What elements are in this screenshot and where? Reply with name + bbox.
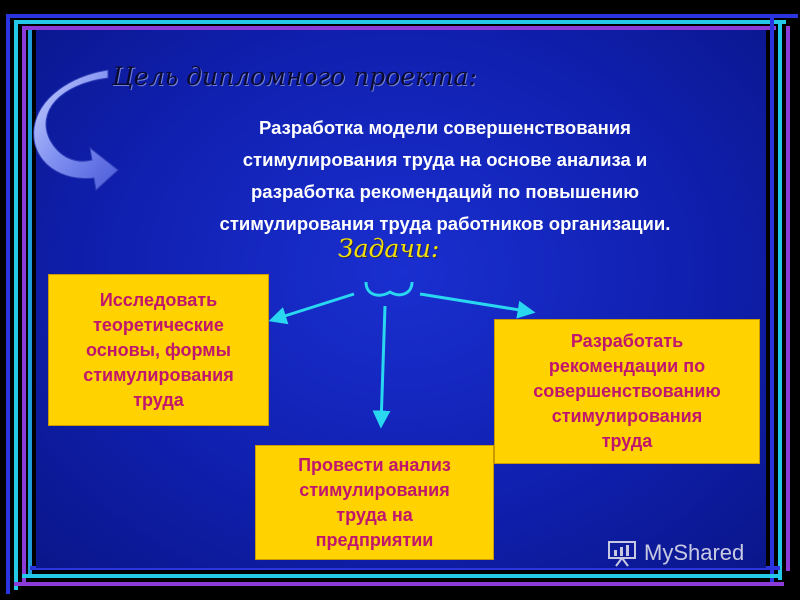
watermark-text: MyShared (644, 540, 745, 565)
goal-text: Разработка модели совершенствования стим… (219, 117, 671, 234)
presentation-icon (608, 541, 636, 567)
watermark: MyShared (606, 538, 744, 568)
arrow-to-task-2 (419, 292, 536, 319)
goal-title: Цель дипломного проекта: (112, 62, 477, 91)
task-box-research: Исследовать теоретические основы, формы … (48, 274, 269, 426)
arrow-to-task-1 (268, 292, 355, 325)
curved-arrow-icon (33, 69, 119, 191)
tasks-title: Задачи: (338, 234, 440, 263)
arrow-to-task-3 (372, 305, 391, 429)
task-box-recommendations: Разработать рекомендации по совершенство… (494, 319, 760, 464)
task-box-analysis: Провести анализ стимулирования труда на … (255, 445, 494, 560)
brace-icon (364, 281, 414, 297)
